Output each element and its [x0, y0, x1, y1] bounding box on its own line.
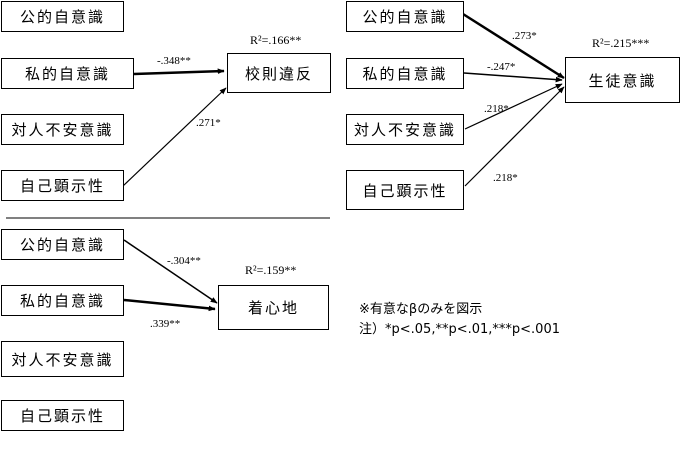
box-interpersonal-anxiety-2: 対人不安意識 [346, 114, 464, 145]
box-rule-violation: 校則違反 [227, 53, 331, 93]
box-student-awareness: 生徒意識 [565, 57, 680, 103]
box-public-self-consciousness-3: 公的自意識 [1, 229, 124, 260]
box-public-self-consciousness-2: 公的自意識 [346, 1, 464, 32]
box-self-display-1: 自己顕示性 [1, 170, 124, 201]
coef-private-comfort: .339** [150, 318, 181, 330]
box-interpersonal-anxiety-3: 対人不安意識 [1, 341, 124, 377]
note-significance-levels: 注）*p<.05,**p<.01,***p<.001 [359, 322, 560, 337]
arrow-anxiety-to-student-awareness [464, 83, 563, 130]
box-private-self-consciousness-1: 私的自意識 [1, 58, 134, 89]
box-self-display-2: 自己顕示性 [346, 170, 464, 210]
r2-comfort: R²=.159** [245, 263, 297, 277]
arrow-public-to-student-awareness [462, 12, 565, 80]
arrow-private-to-rule-violation [133, 68, 225, 76]
box-interpersonal-anxiety-1: 対人不安意識 [1, 114, 124, 145]
box-public-self-consciousness-1: 公的自意識 [1, 1, 124, 32]
r2-student-awareness: R²=.215*** [592, 36, 650, 50]
coef-anxiety-student-awareness: .218* [484, 103, 509, 115]
arrow-display-to-student-awareness [464, 86, 565, 187]
r2-rule-violation: R²=.166** [250, 33, 302, 47]
coef-display-rule-violation: .271* [196, 117, 221, 129]
arrow-private-to-comfort [123, 298, 216, 312]
box-private-self-consciousness-2: 私的自意識 [346, 58, 464, 89]
arrow-public-to-comfort [123, 239, 218, 304]
box-private-self-consciousness-3: 私的自意識 [1, 285, 124, 316]
arrow-display-to-rule-violation [122, 87, 227, 187]
note-significant-only: ※有意なβのみを図示 [359, 302, 483, 317]
coef-private-rule-violation: -.348** [157, 55, 191, 67]
coef-private-student-awareness: -.247* [487, 61, 516, 73]
arrow-private-to-student-awareness [463, 72, 563, 83]
coef-public-comfort: -.304** [167, 255, 201, 267]
box-self-display-3: 自己顕示性 [1, 400, 124, 431]
coef-public-student-awareness: .273* [512, 30, 537, 42]
box-comfort: 着心地 [218, 285, 329, 330]
coef-display-student-awareness: .218* [493, 172, 518, 184]
